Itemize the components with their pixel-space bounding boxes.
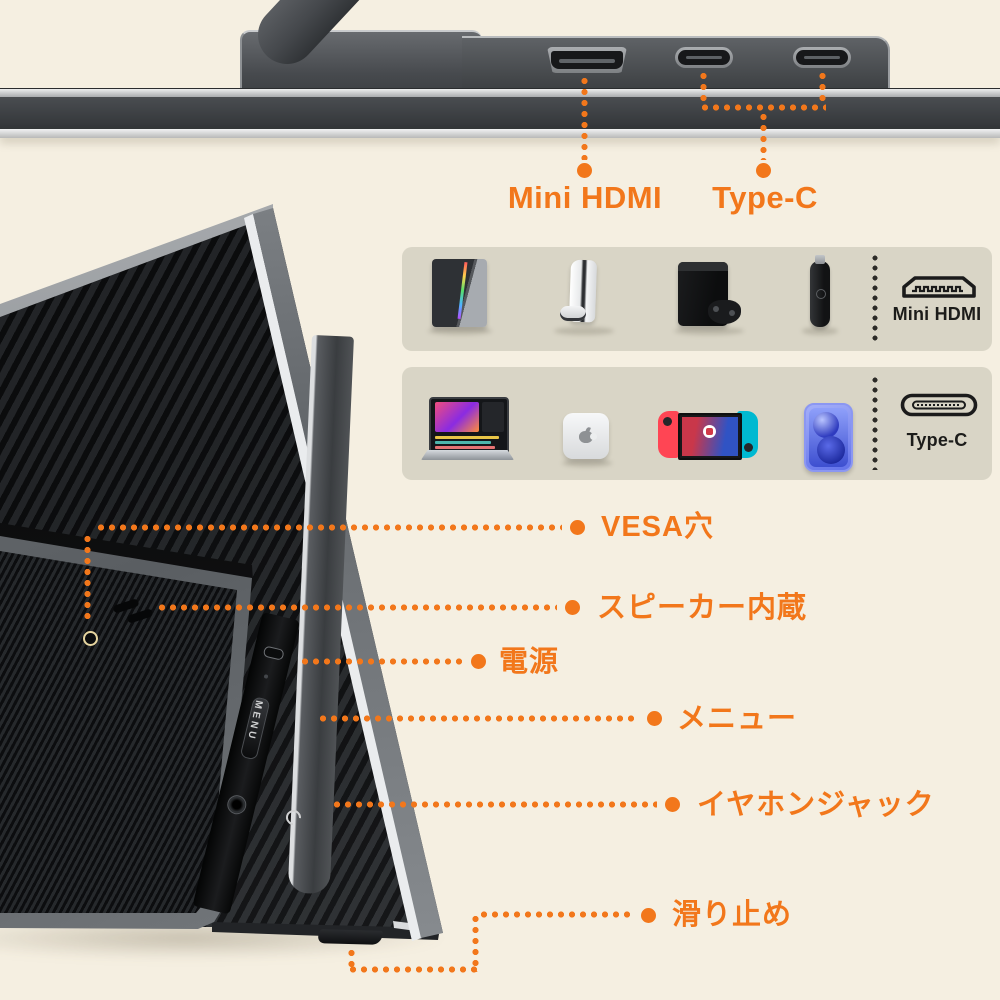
vesa-leader-line — [96, 524, 562, 531]
ps5-controller-icon — [560, 306, 586, 321]
mini-hdmi-connector-icon — [902, 276, 976, 298]
callout-built-in-speaker: スピーカー内蔵 — [597, 592, 808, 624]
mini-hdmi-top-label: Mini HDMI — [507, 180, 663, 215]
row-divider-dots — [872, 375, 878, 470]
hdmi-devices-panel: Mini HDMI — [402, 247, 992, 351]
row-divider-dots — [872, 253, 878, 345]
smartphone-icon — [804, 403, 853, 472]
type-c-leader-bridge — [700, 104, 826, 111]
monitor-top-edge-highlight — [0, 88, 1000, 98]
type-c-devices-panel: Type-C — [402, 367, 992, 480]
mini-hdmi-leader-line — [581, 76, 588, 160]
anti-slip-foot — [316, 929, 384, 945]
type-c-port-1 — [675, 47, 733, 68]
type-c-leader-left — [700, 71, 707, 104]
speaker-leader-bullet — [565, 600, 580, 615]
usb-c-connector-icon — [900, 393, 978, 417]
hdmi-row-label: Mini HDMI — [892, 304, 982, 324]
apple-logo-icon — [578, 426, 597, 443]
type-c-leader-right — [819, 71, 826, 104]
callout-vesa-hole: VESA穴 — [601, 511, 714, 543]
power-leader-bullet — [471, 654, 486, 669]
mini-hdmi-port — [547, 47, 627, 73]
monitor-top-edge-lower-highlight — [0, 129, 1000, 138]
menu-leader-bullet — [647, 711, 662, 726]
vesa-hole — [83, 631, 98, 646]
type-c-leader-bullet — [756, 163, 771, 178]
power-button[interactable] — [262, 645, 285, 661]
vesa-leader-bullet — [570, 520, 585, 535]
type-c-port-2 — [793, 47, 851, 68]
gaming-pc-icon — [432, 259, 487, 327]
callout-power: 電源 — [499, 646, 560, 678]
vesa-leader-stem — [84, 534, 91, 624]
mini-hdmi-port-slot — [559, 59, 615, 63]
callout-earphone-jack: イヤホンジャック — [697, 789, 935, 821]
callout-menu: メニュー — [677, 703, 798, 735]
antislip-leader-rise — [472, 914, 479, 972]
antislip-leader-bullet — [641, 908, 656, 923]
laptop-icon — [421, 397, 514, 474]
playstation5-icon — [560, 259, 608, 327]
power-led — [263, 674, 269, 679]
power-leader-line — [300, 658, 463, 665]
earphone-jack — [225, 793, 249, 817]
monitor-top-edge-bar — [0, 97, 1000, 129]
nintendo-switch-icon — [658, 409, 758, 460]
earphone-leader-line — [332, 801, 657, 808]
mac-mini-icon — [563, 413, 609, 459]
xbox-controller-icon — [708, 300, 741, 324]
callout-anti-slip: 滑り止め — [672, 899, 793, 931]
type-c-leader-stem — [760, 112, 767, 160]
earphone-leader-bullet — [665, 797, 680, 812]
menu-leader-line — [318, 715, 639, 722]
type-c-top-label: Type-C — [712, 180, 818, 215]
type-c-row-label: Type-C — [906, 430, 968, 450]
mini-hdmi-leader-bullet — [577, 163, 592, 178]
tv-stick-icon — [810, 255, 830, 327]
antislip-leader-line — [479, 911, 633, 918]
antislip-leader-bottom — [348, 966, 479, 973]
antislip-leader-drop — [348, 948, 355, 972]
speaker-leader-line — [157, 604, 557, 611]
